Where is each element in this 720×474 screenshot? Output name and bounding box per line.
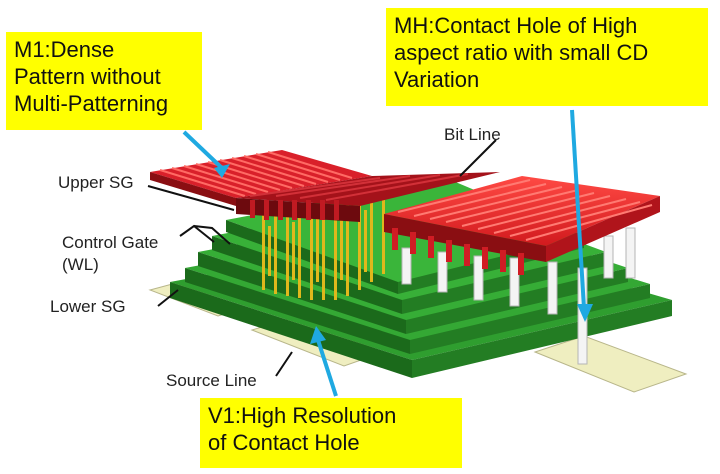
source-line-label: Source Line [166, 371, 257, 390]
m1-callout: M1:Dense Pattern without Multi-Patternin… [6, 32, 202, 130]
mh-callout: MH:Contact Hole of High aspect ratio wit… [386, 8, 708, 106]
lower-sg-label: Lower SG [50, 297, 126, 316]
control-gate-label: Control Gate (WL) [62, 233, 159, 274]
bitline-block-middle [236, 172, 500, 222]
callout-arrows [182, 109, 593, 397]
bitline-block-right [384, 176, 660, 275]
bitline-block-left [150, 150, 372, 206]
bit-line-label: Bit Line [444, 125, 501, 144]
contact-pillars [262, 194, 385, 300]
v1-callout: V1:High Resolution of Contact Hole [200, 398, 462, 468]
label-leader-lines [147, 139, 497, 377]
upper-sg-label: Upper SG [58, 173, 134, 192]
